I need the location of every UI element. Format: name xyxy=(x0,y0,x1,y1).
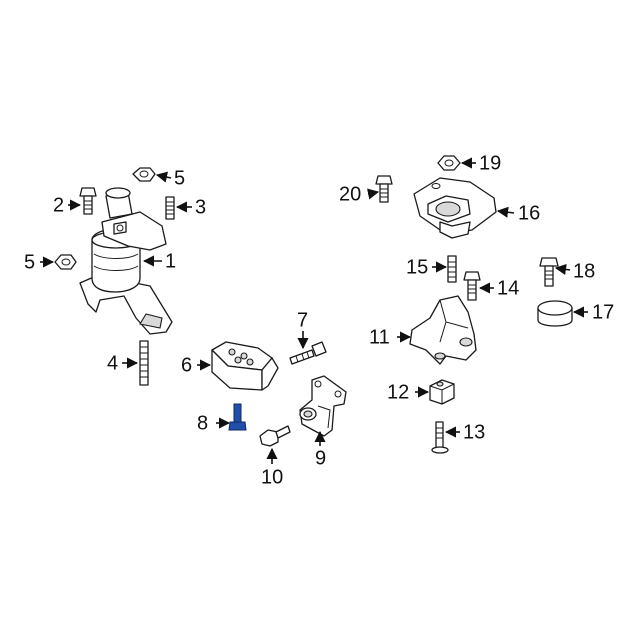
callout-16[interactable]: 16 xyxy=(518,202,540,224)
part-12-block[interactable] xyxy=(429,379,455,405)
callout-13[interactable]: 13 xyxy=(463,421,485,443)
part-7-bolt[interactable] xyxy=(289,341,327,365)
callout-8[interactable]: 8 xyxy=(197,412,208,434)
part-13-stud[interactable] xyxy=(431,421,449,454)
part-18-bolt[interactable] xyxy=(539,257,559,287)
callout-4[interactable]: 4 xyxy=(107,352,118,374)
part-6-bracket[interactable] xyxy=(211,341,279,391)
callout-2[interactable]: 2 xyxy=(53,194,64,216)
leader-20 xyxy=(367,188,380,200)
callout-1[interactable]: 1 xyxy=(165,250,176,272)
part-1-engine-mount[interactable] xyxy=(79,187,173,335)
callout-6[interactable]: 6 xyxy=(181,354,192,376)
callout-20[interactable]: 20 xyxy=(339,183,361,205)
part-19-nut[interactable] xyxy=(437,155,461,171)
part-5-nut-left[interactable] xyxy=(54,254,77,270)
callout-5-left[interactable]: 5 xyxy=(24,251,35,273)
part-17-cap[interactable] xyxy=(537,300,573,327)
leader-18 xyxy=(554,263,571,275)
callout-14[interactable]: 14 xyxy=(497,277,519,299)
part-20-bolt[interactable] xyxy=(375,175,393,203)
part-8-bolt-highlighted[interactable] xyxy=(228,403,247,431)
part-11-mount[interactable] xyxy=(409,295,477,365)
leader-lines xyxy=(40,157,588,464)
callout-7[interactable]: 7 xyxy=(297,309,308,331)
callout-11[interactable]: 11 xyxy=(369,326,390,348)
callout-labels: 1 2 3 4 5 5 6 7 8 9 10 11 12 13 14 15 16… xyxy=(24,152,614,488)
part-4-stud[interactable] xyxy=(139,340,149,386)
part-5-nut-top[interactable] xyxy=(132,167,156,182)
part-2-bolt[interactable] xyxy=(79,187,97,215)
callout-17[interactable]: 17 xyxy=(592,301,614,323)
leader-5a xyxy=(155,171,172,183)
callout-10[interactable]: 10 xyxy=(261,466,283,488)
leader-16 xyxy=(496,206,515,218)
part-14-bolt[interactable] xyxy=(463,271,481,301)
part-3-stud[interactable] xyxy=(165,196,175,220)
part-9-bracket[interactable] xyxy=(299,375,347,437)
callout-12[interactable]: 12 xyxy=(387,381,409,403)
callout-3[interactable]: 3 xyxy=(195,196,206,218)
part-15-stud[interactable] xyxy=(447,255,457,283)
part-10-bolt[interactable] xyxy=(259,425,291,447)
callout-15[interactable]: 15 xyxy=(406,256,428,278)
part-16-transmission-mount[interactable] xyxy=(413,177,497,239)
callout-18[interactable]: 18 xyxy=(573,260,595,282)
callout-19[interactable]: 19 xyxy=(479,152,501,174)
callout-9[interactable]: 9 xyxy=(315,447,326,469)
callout-5-top[interactable]: 5 xyxy=(174,167,185,189)
